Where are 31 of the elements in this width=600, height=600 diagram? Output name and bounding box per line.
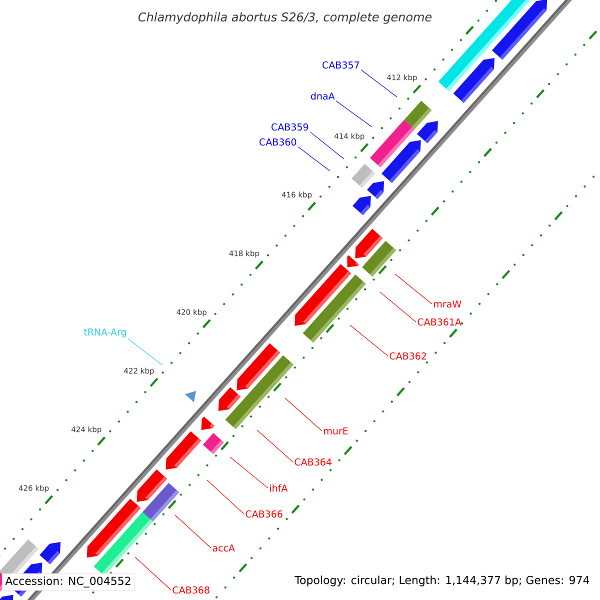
- gene-label: CAB357: [322, 61, 359, 69]
- gene-label: CAB360: [260, 138, 296, 146]
- leader-line: [134, 556, 172, 590]
- title: Chlamydophila abortus S26/3, complete genome: [138, 12, 432, 24]
- gene-label: dnaA: [310, 92, 335, 100]
- accession-label: Accession: NC_004552: [2, 573, 135, 591]
- leader-line: [256, 430, 294, 462]
- gene-label: murE: [324, 427, 348, 435]
- gene-label: CAB362: [390, 352, 426, 360]
- gene-label: CAB364: [294, 458, 332, 466]
- leader-line: [310, 132, 344, 160]
- leader-line: [298, 146, 330, 172]
- gene-label: mraW: [434, 300, 462, 308]
- leader-line: [394, 274, 432, 304]
- gene-label: ihfA: [270, 484, 288, 492]
- gene-label: accA: [212, 544, 235, 552]
- leader-line: [174, 514, 212, 548]
- leader-line: [230, 456, 268, 488]
- leader-line: [206, 480, 244, 514]
- gene-label: CAB361A: [418, 318, 462, 326]
- gene-label: CAB366: [246, 510, 282, 518]
- leader-line: [336, 100, 372, 128]
- leader-line: [350, 324, 388, 356]
- gene-label: CAB359: [272, 123, 308, 131]
- gene-label: tRNA-Arg: [84, 328, 126, 338]
- leader-line: [284, 398, 322, 432]
- leader-line: [360, 70, 398, 98]
- gene-label: CAB368: [172, 586, 210, 594]
- footer-text: Topology: circular; Length: 1,144,377 bp; Genes: 974: [294, 576, 590, 586]
- leader-line: [380, 292, 416, 322]
- leader-line: [128, 338, 162, 366]
